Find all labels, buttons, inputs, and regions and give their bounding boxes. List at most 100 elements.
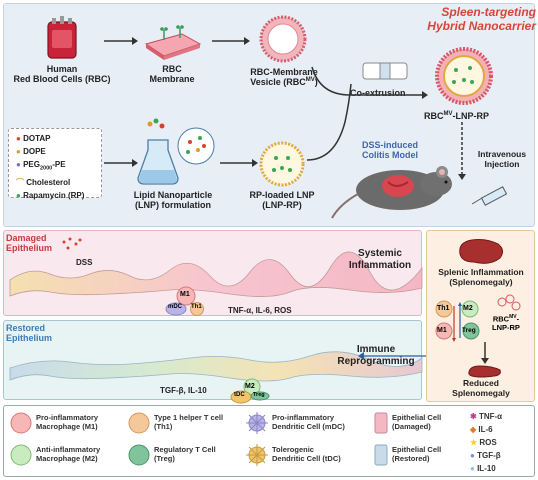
arrow-lnp-coextrusion bbox=[306, 83, 352, 161]
title: Spleen-targeting Hybrid Nanocarrier bbox=[390, 5, 536, 34]
legend-tdc-text: Tolerogenic Dendritic Cell (tDC) bbox=[272, 445, 341, 463]
spleen-th1-label: Th1 bbox=[437, 305, 450, 312]
legend-epi-damaged-text: Epithelial Cell (Damaged) bbox=[392, 413, 442, 431]
product-label-suffix: -LNP-RP bbox=[452, 111, 490, 121]
product-label-prefix: RBC bbox=[424, 111, 444, 121]
marker-tgf-text: TGF-β bbox=[477, 451, 501, 460]
lipid-list: ● DOTAP ● DOPE ● PEG2000-PE ⌒ Cholestero… bbox=[16, 132, 84, 202]
legend-panel bbox=[3, 405, 535, 477]
legend-m1-icon bbox=[10, 412, 32, 434]
marker-tnf: ✱ TNF-α bbox=[470, 410, 502, 423]
marker-ros-text: ROS bbox=[479, 438, 497, 447]
restored-treg-label: Treg bbox=[253, 392, 265, 398]
spleen-shift-arrows bbox=[452, 302, 462, 342]
restored-title: Restored Epithelium bbox=[6, 323, 53, 344]
th1-label: Th1 bbox=[191, 304, 202, 310]
legend-m2-icon bbox=[10, 444, 32, 466]
lipid-dotap: ● DOTAP bbox=[16, 132, 84, 145]
legend-mdc-text: Pro-inflammatory Dendritic Cell (mDC) bbox=[272, 413, 345, 431]
arrow-reprog bbox=[358, 352, 426, 360]
splenic-inflam-label: Splenic Inflammation (Splenomegaly) bbox=[438, 267, 524, 287]
ros-icon: ★ bbox=[470, 438, 478, 447]
extruder-icon bbox=[362, 62, 408, 80]
rbc-nanocarrier-small-icon bbox=[497, 294, 521, 311]
spleen-rbc-suffix: - LNP-RP bbox=[492, 314, 520, 333]
vesicle-label-close: ) bbox=[314, 77, 318, 88]
lipid-list-box bbox=[8, 128, 102, 198]
legend-m1-text: Pro-inflammatory Macrophage (M1) bbox=[36, 413, 99, 431]
legend-th1-text: Type 1 helper T cell (Th1) bbox=[154, 413, 224, 431]
restored-epithelium-strip bbox=[9, 351, 423, 382]
spleen-m2-icon bbox=[461, 300, 479, 318]
membrane-label: RBC Membrane bbox=[149, 64, 195, 85]
flask-icon bbox=[137, 118, 215, 185]
marker-il10: ● IL-10 bbox=[470, 462, 502, 475]
rbc-label: Human Red Blood Cells (RBC) bbox=[13, 64, 111, 85]
mdc-cell-icon bbox=[165, 302, 187, 316]
marker-il10-text: IL-10 bbox=[477, 464, 496, 473]
rapamycin-icon: ● bbox=[16, 190, 21, 200]
restored-tdc-label: tDC bbox=[234, 392, 245, 398]
spleen-m1-label: M1 bbox=[437, 327, 447, 334]
lipid-cholesterol: ⌒ Cholesterol bbox=[16, 176, 84, 189]
legend-epi-restored-text: Epithelial Cell (Restored) bbox=[392, 445, 442, 463]
vesicle-label-line1: RBC-Membrane Vesicle (RBC bbox=[250, 67, 318, 88]
reprog-label: Immune Reprogramming bbox=[337, 344, 415, 367]
restored-m2-label: M2 bbox=[245, 383, 255, 390]
spleen-rbc-sup: MV bbox=[509, 314, 517, 320]
marker-ros: ★ ROS bbox=[470, 436, 502, 449]
dss-particles-icon bbox=[62, 237, 82, 250]
dope-icon: ● bbox=[16, 147, 21, 156]
coextrusion-label: Co-extrusion bbox=[350, 88, 406, 98]
lnp-label: Lipid Nanoparticle (LNP) formulation bbox=[133, 190, 213, 211]
legend-m2-text: Anti-inflammatory Macrophage (M2) bbox=[36, 445, 101, 463]
systemic-label: Systemic Inflammation bbox=[348, 248, 412, 271]
spleen-m2-label: M2 bbox=[463, 305, 473, 312]
legend-th1-icon bbox=[128, 412, 150, 434]
marker-il6-text: IL-6 bbox=[478, 425, 493, 434]
arrow-product-injection bbox=[458, 122, 466, 180]
th1-cell-icon bbox=[190, 302, 204, 316]
restored-treg-icon bbox=[250, 391, 270, 401]
iv-label: Intravenous Injection bbox=[477, 149, 527, 169]
arrow-spleen-down bbox=[481, 342, 489, 364]
lipid-peg: ● PEG2000-PE bbox=[16, 158, 84, 176]
reduced-label: Reduced Splenomegaly bbox=[452, 378, 510, 398]
spleen-treg-label: Treg bbox=[462, 327, 476, 334]
legend-epi-restored-icon bbox=[374, 444, 388, 466]
dss-label: DSS bbox=[76, 258, 93, 267]
title-line1: Spleen-targeting bbox=[441, 5, 536, 19]
vesicle-sup: MV bbox=[305, 77, 315, 84]
arrow-lipids-flask bbox=[104, 159, 138, 167]
damaged-epithelium-strip bbox=[9, 251, 423, 297]
product-label: RBCMV-LNP-RP bbox=[424, 111, 489, 121]
spleen-th1-icon bbox=[435, 300, 453, 318]
mouse-icon bbox=[331, 166, 452, 219]
spleen-rbc-prefix: RBC bbox=[492, 314, 510, 324]
lipid-rapamycin: ● Rapamycin (RP) bbox=[16, 189, 84, 202]
dotap-icon: ● bbox=[16, 134, 21, 143]
marker-il6: ◆ IL-6 bbox=[470, 423, 502, 436]
lipid-rapamycin-text: Rapamycin (RP) bbox=[23, 190, 85, 200]
spleen-m1-icon bbox=[435, 322, 453, 340]
m1-cell-icon bbox=[176, 286, 196, 306]
inflamed-spleen-icon bbox=[459, 239, 504, 264]
rp-lnp-label: RP-loaded LNP (LNP-RP) bbox=[249, 190, 315, 211]
syringe-icon bbox=[471, 186, 508, 206]
legend-epi-damaged-icon bbox=[374, 412, 388, 434]
cholesterol-icon: ⌒ bbox=[16, 177, 24, 187]
lipid-peg-text: PEG bbox=[23, 160, 40, 169]
arrow-membrane-vesicle bbox=[212, 37, 250, 45]
reduced-spleen-icon bbox=[468, 365, 501, 378]
hybrid-nanocarrier-icon bbox=[435, 47, 493, 105]
lipid-cholesterol-text: Cholesterol bbox=[26, 177, 71, 187]
lipid-dotap-text: DOTAP bbox=[23, 134, 51, 143]
mdc-label: mDC bbox=[168, 304, 183, 310]
spleen-rbc-label: RBCMV- LNP-RP bbox=[492, 314, 520, 333]
blood-bag-icon bbox=[47, 16, 77, 59]
lipid-dope-text: DOPE bbox=[23, 147, 46, 156]
legend-mdc-icon bbox=[246, 412, 268, 434]
peg-sub: 2000 bbox=[39, 165, 53, 172]
rbc-vesicle-icon bbox=[259, 15, 307, 63]
m1-label: M1 bbox=[180, 291, 190, 298]
